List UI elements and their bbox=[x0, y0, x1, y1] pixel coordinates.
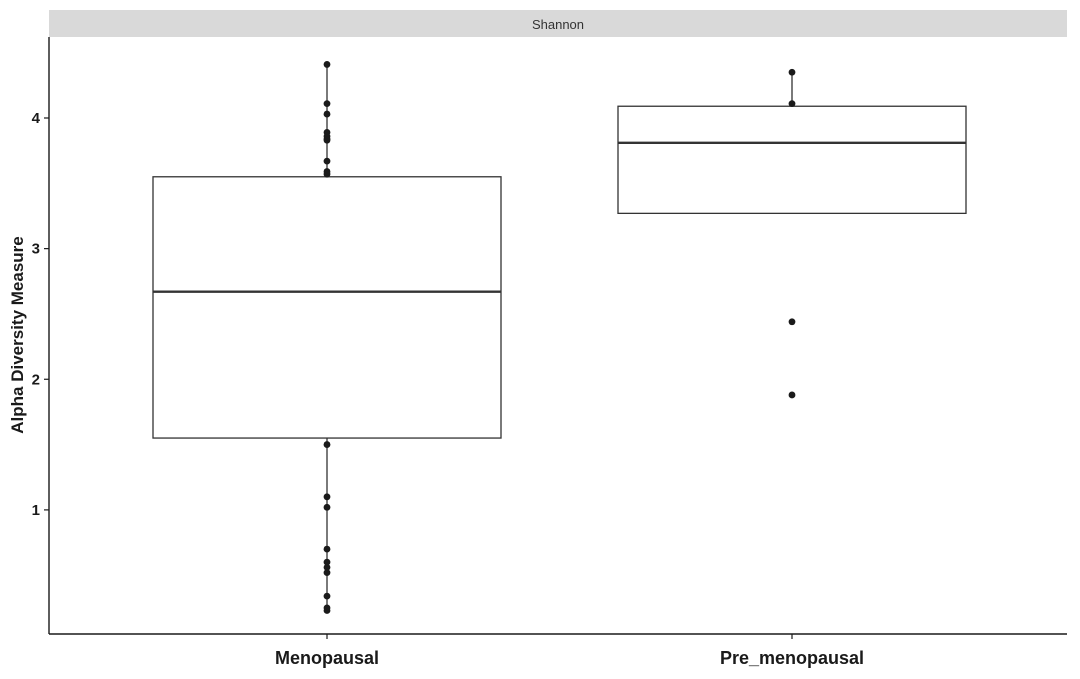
data-point bbox=[323, 607, 331, 614]
data-point bbox=[323, 503, 331, 511]
data-point bbox=[323, 545, 331, 553]
y-tick-label: 4 bbox=[32, 110, 41, 127]
facet-strip: Shannon bbox=[49, 10, 1067, 37]
y-tick-label: 3 bbox=[32, 241, 40, 258]
plot-area bbox=[152, 61, 967, 614]
x-tick-label: Menopausal bbox=[275, 648, 379, 668]
data-point bbox=[788, 391, 796, 399]
x-tick-label: Pre_menopausal bbox=[720, 648, 864, 668]
data-point bbox=[323, 110, 331, 118]
data-point bbox=[323, 157, 331, 165]
box-group-0 bbox=[152, 61, 502, 614]
data-point bbox=[323, 170, 331, 178]
data-point bbox=[788, 68, 796, 76]
data-point bbox=[323, 558, 331, 566]
y-tick-label: 1 bbox=[32, 502, 40, 519]
box-iqr bbox=[617, 105, 967, 215]
facet-strip-background bbox=[49, 10, 1067, 37]
facet-strip-label: Shannon bbox=[532, 17, 584, 32]
data-point bbox=[323, 100, 331, 108]
data-point bbox=[323, 592, 331, 600]
data-point bbox=[323, 136, 331, 144]
y-tick-label: 2 bbox=[32, 371, 40, 388]
axes: Menopausal Pre_menopausal 1 2 3 4 bbox=[32, 37, 1067, 668]
data-point bbox=[323, 441, 331, 448]
data-point bbox=[323, 493, 331, 501]
data-point bbox=[323, 569, 331, 577]
data-point bbox=[323, 61, 331, 68]
data-point bbox=[788, 318, 796, 326]
box-group-1 bbox=[617, 68, 967, 399]
y-axis-title: Alpha Diversity Measure bbox=[8, 236, 27, 433]
box-iqr bbox=[152, 176, 502, 439]
data-point bbox=[788, 100, 796, 108]
data-point bbox=[323, 563, 331, 571]
